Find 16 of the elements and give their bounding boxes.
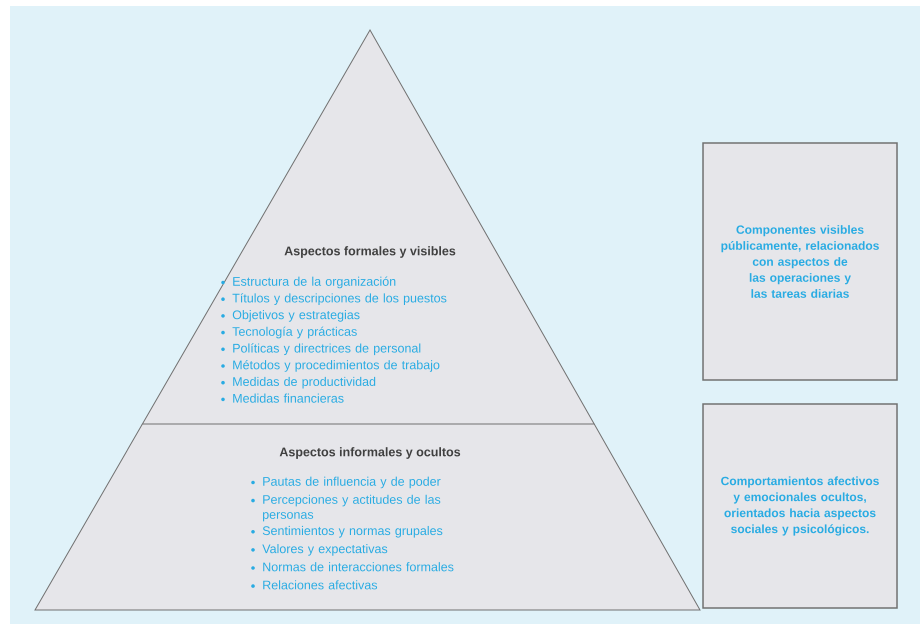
bullet-item: Tecnología y prácticas	[232, 326, 357, 338]
bullet-item: Títulos y descripciones de los puestos	[232, 293, 446, 305]
bullet-item: Percepciones y actitudes de las personas	[263, 494, 440, 522]
bullet-item: Estructura de la organización	[233, 276, 396, 288]
bullet-item: Relaciones afectivas	[263, 580, 378, 590]
bullet-item: Políticas y directrices de personal	[233, 343, 420, 356]
bullet-item: Objetivos y estrategias	[232, 310, 360, 322]
bullet-item: Medidas de productividad	[233, 376, 376, 388]
bullet-item: Medidas financieras	[233, 394, 344, 403]
bullet-item: Normas de interacciones formales	[263, 562, 454, 572]
bullet-item: Métodos y procedimientos de trabajo	[233, 360, 440, 372]
bullet-item: Pautas de influencia y de poder	[263, 476, 441, 488]
bullet-item: Sentimientos y normas grupales	[262, 526, 442, 538]
bullet-item: Valores y expectativas	[262, 544, 388, 556]
description-box: Componentes visibles públicamente, relacionados con aspectos de las operaciones y las tareas diarias	[702, 142, 898, 381]
description-box: Comportamientos afectivos y emocionales ocultos, orientados hacia aspectos sociales y psicológicos.	[702, 403, 898, 609]
